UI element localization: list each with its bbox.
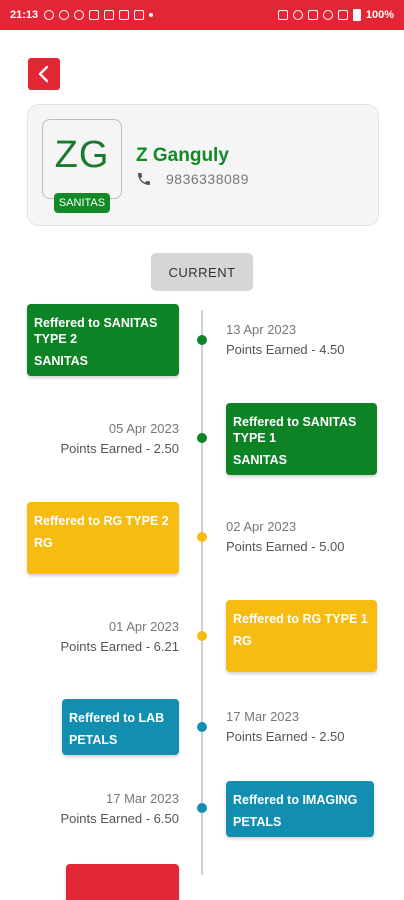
timeline-dot	[197, 803, 207, 813]
card-subtitle: RG	[233, 634, 252, 648]
card-subtitle: PETALS	[233, 815, 282, 829]
timeline-info: 17 Mar 2023 Points Earned - 6.50	[60, 789, 179, 829]
current-filter-button[interactable]: CURRENT	[151, 253, 253, 291]
card-title: Reffered to IMAGING	[233, 793, 358, 807]
profile-name: Z Ganguly	[136, 145, 229, 166]
timeline-line	[201, 310, 203, 875]
card-title: Reffered to SANITAS TYPE 2	[34, 316, 158, 346]
card-title: Reffered to SANITAS TYPE 1	[233, 415, 357, 445]
timeline-info: 17 Mar 2023 Points Earned - 2.50	[226, 707, 345, 747]
system-icons: 100%	[277, 9, 394, 21]
notification-icons	[44, 10, 154, 20]
entry-date: 02 Apr 2023	[226, 519, 297, 534]
more-notifications-icon	[149, 13, 154, 17]
entry-points: Points Earned - 2.50	[226, 729, 345, 744]
facebook-icon	[104, 10, 115, 20]
timeline-card[interactable]: Reffered to IMAGING PETALS	[226, 781, 374, 837]
timeline-dot	[197, 722, 207, 732]
timeline-card[interactable]: Reffered to RG TYPE 1 RG	[226, 600, 377, 672]
vibrate-icon	[277, 10, 288, 20]
status-time: 21:13	[10, 9, 39, 21]
chat-icon	[59, 10, 70, 20]
wifi-icon	[322, 10, 333, 20]
entry-points: Points Earned - 5.00	[226, 539, 345, 554]
app-icon	[119, 10, 130, 20]
phone-number: 9836338089	[166, 171, 249, 187]
card-title: Reffered to RG TYPE 2	[34, 514, 169, 528]
gallery-icon	[89, 10, 100, 20]
back-button[interactable]	[28, 58, 60, 90]
entry-date: 17 Mar 2023	[226, 709, 299, 724]
card-title: Reffered to LAB	[69, 711, 165, 725]
lab-badge: SANITAS	[54, 193, 110, 213]
entry-points: Points Earned - 4.50	[226, 342, 345, 357]
chevron-left-icon	[38, 65, 49, 83]
card-subtitle: PETALS	[69, 733, 118, 747]
card-title: Reffered to RG TYPE 1	[233, 612, 368, 626]
timeline-card[interactable]: Reffered to SANITAS TYPE 2 SANITAS	[27, 304, 179, 376]
timeline-card[interactable]: Reffered to SANITAS TYPE 1 SANITAS	[226, 403, 377, 475]
card-subtitle: SANITAS	[233, 453, 287, 467]
entry-points: Points Earned - 6.50	[60, 811, 179, 826]
card-subtitle: SANITAS	[34, 354, 88, 368]
entry-date: 05 Apr 2023	[108, 421, 179, 436]
entry-points: Points Earned - 6.21	[60, 639, 179, 654]
avatar-initials: ZG	[54, 133, 110, 176]
entry-date: 17 Mar 2023	[106, 791, 179, 806]
timeline-card[interactable]: Reffered to LAB PETALS	[62, 699, 179, 755]
timeline-info: 13 Apr 2023 Points Earned - 4.50	[226, 320, 345, 360]
timeline-card-partial[interactable]	[66, 864, 179, 900]
play-icon	[134, 10, 145, 20]
timeline-info: 05 Apr 2023 Points Earned - 2.50	[60, 419, 179, 459]
data-icon	[307, 10, 318, 20]
alarm-icon	[292, 10, 303, 20]
battery-level: 100%	[365, 9, 394, 21]
whatsapp-icon	[44, 10, 55, 20]
messenger-icon	[74, 10, 85, 20]
entry-date: 01 Apr 2023	[108, 619, 179, 634]
entry-date: 13 Apr 2023	[226, 322, 297, 337]
timeline-dot	[197, 433, 207, 443]
timeline-info: 02 Apr 2023 Points Earned - 5.00	[226, 517, 345, 557]
avatar: ZG	[42, 119, 122, 199]
signal-icon	[337, 10, 348, 20]
timeline-info: 01 Apr 2023 Points Earned - 6.21	[60, 617, 179, 657]
phone-icon	[138, 173, 150, 185]
status-bar: 21:13 100%	[0, 0, 404, 30]
phone-row: 9836338089	[136, 171, 249, 187]
card-subtitle: RG	[34, 536, 53, 550]
entry-points: Points Earned - 2.50	[60, 441, 179, 456]
timeline-dot	[197, 335, 207, 345]
profile-card: ZG SANITAS Z Ganguly 9836338089	[27, 104, 379, 226]
timeline-dot	[197, 532, 207, 542]
battery-icon	[352, 9, 361, 21]
timeline-dot	[197, 631, 207, 641]
timeline-card[interactable]: Reffered to RG TYPE 2 RG	[27, 502, 179, 574]
